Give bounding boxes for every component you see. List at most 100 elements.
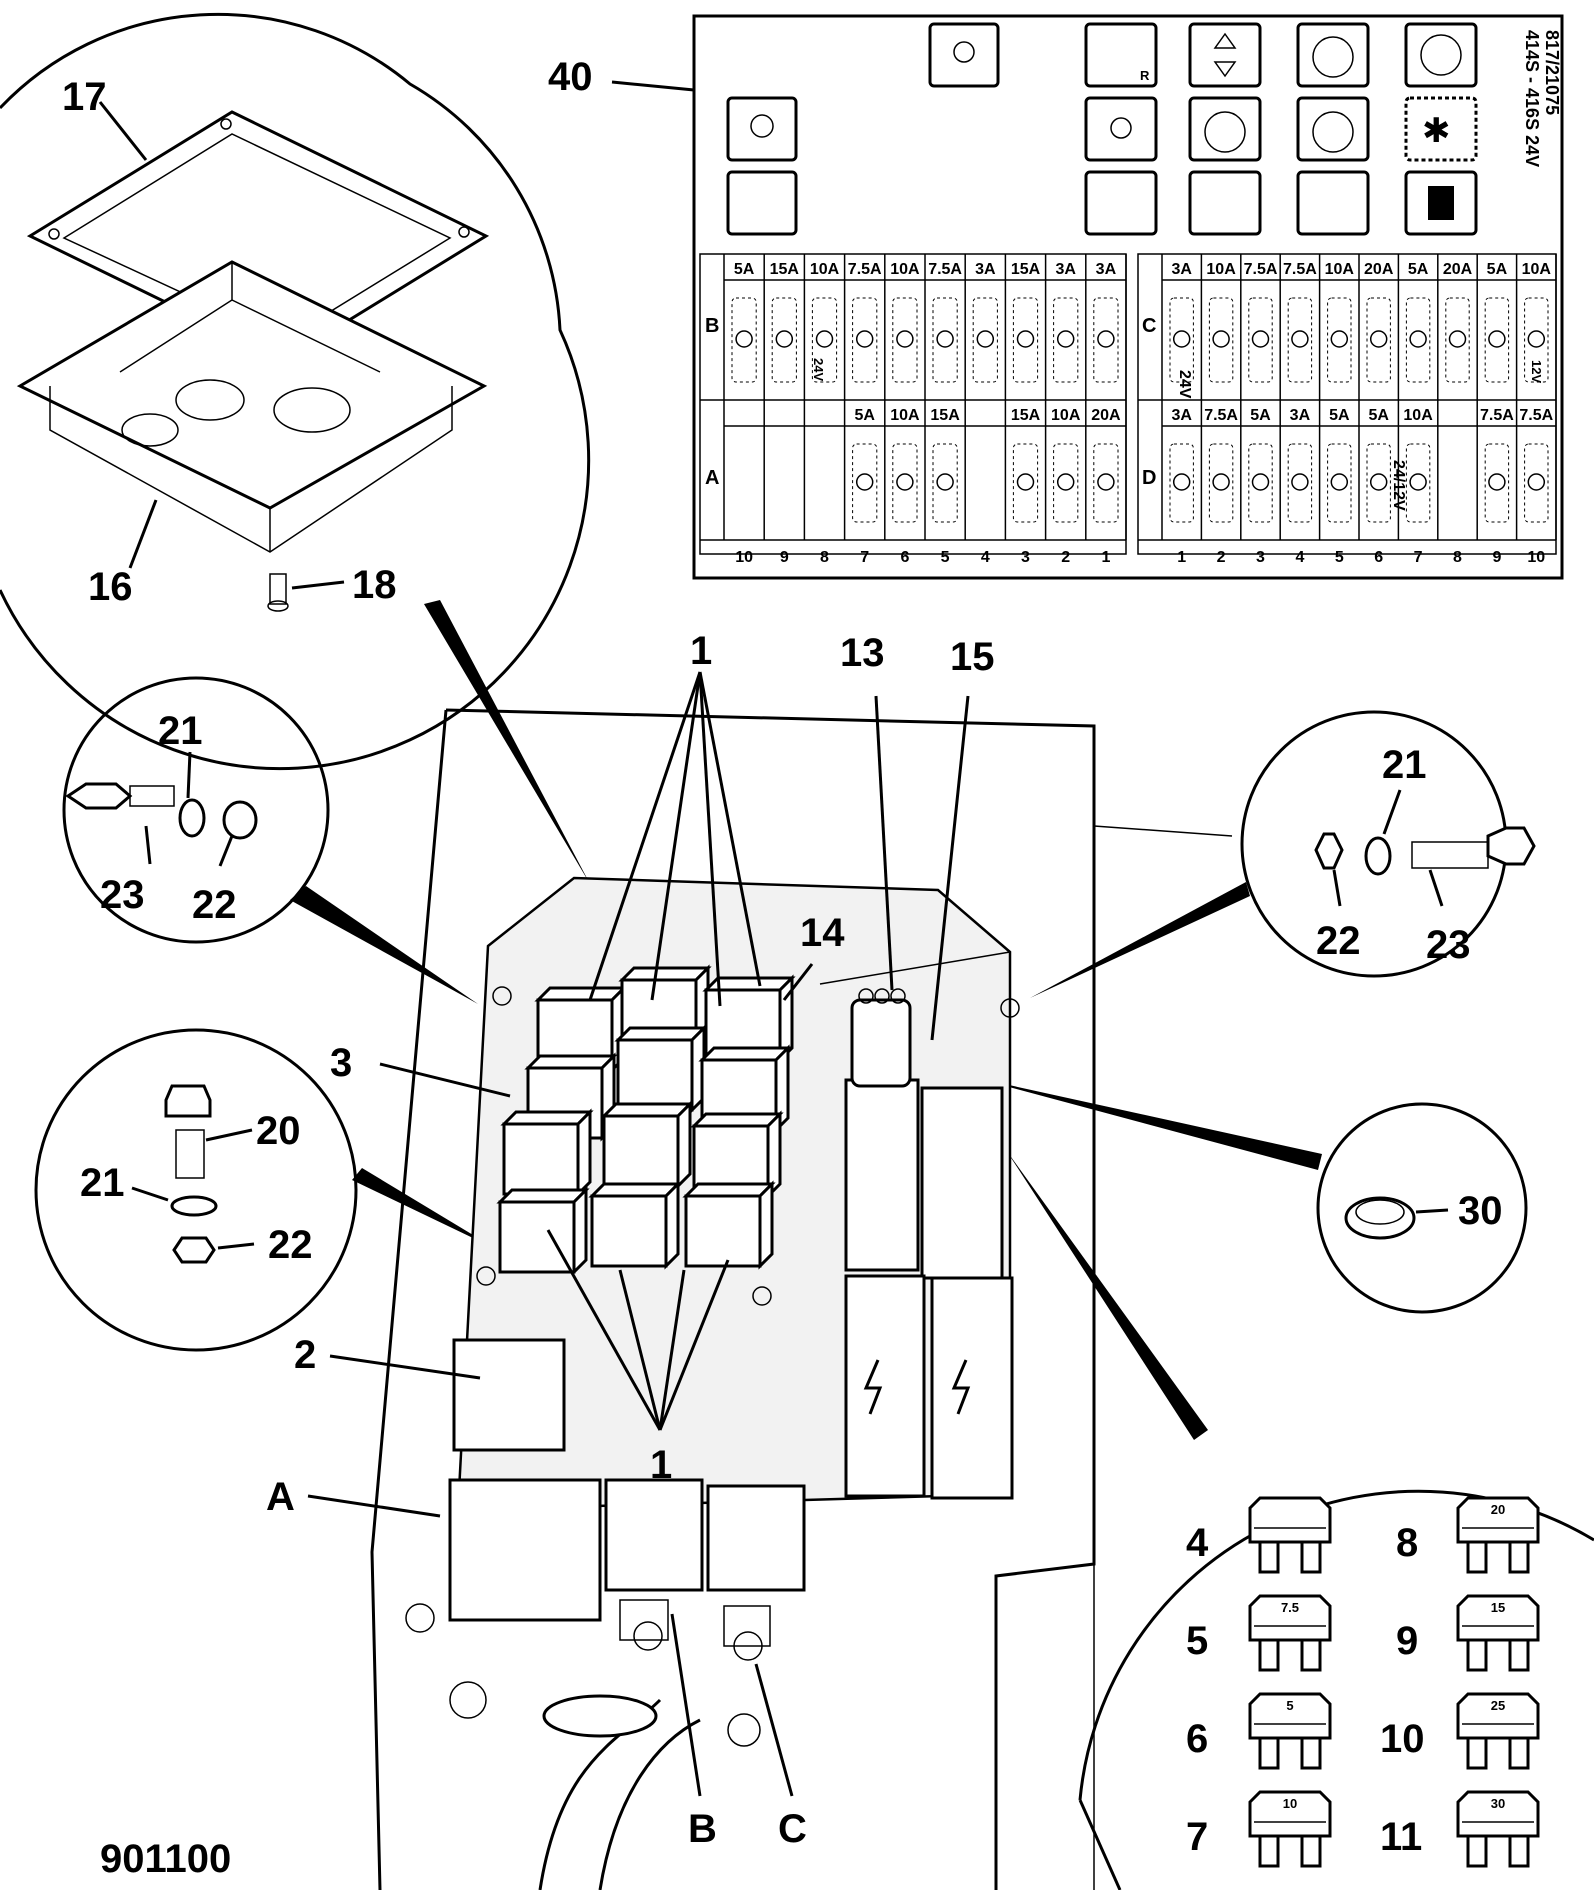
heated-screen-icon — [1188, 170, 1262, 236]
fuse-rating: 3A — [1096, 261, 1117, 278]
panel-icon-tiles: R ✱ — [726, 22, 1478, 236]
fuse-rating: 3A — [1055, 261, 1076, 278]
beacon-icon — [726, 96, 798, 162]
fuse-rating: 7.5A — [1480, 407, 1514, 424]
lightning-icon-left — [863, 1359, 883, 1415]
fuse-rating: 15A — [1011, 261, 1041, 278]
fuse-rating: 20A — [1443, 261, 1473, 278]
fuse-grid-cells: 105A915A810A77.5A5A610A10A57.5A15A43A315… — [724, 254, 1557, 566]
fuse-rating: 10A — [890, 407, 920, 424]
callout-23-right: 23 — [1426, 923, 1471, 967]
detail-pointer-left-bolt — [290, 886, 478, 1004]
callout-11: 11 — [1380, 1815, 1422, 1859]
fuse-position-left-1: 10 — [735, 549, 753, 566]
fuse-rating: 5A — [1250, 407, 1271, 424]
callout-9: 9 — [1396, 1619, 1418, 1663]
relay-a — [448, 1478, 602, 1622]
label-part-number: 817/21075 — [1542, 30, 1562, 115]
wiper-icon — [1296, 170, 1370, 236]
fuse-position-left-8: 3 — [1021, 549, 1030, 566]
fuse-marking: 25 — [1491, 1698, 1505, 1713]
detail-pointer-grommet — [968, 1076, 1322, 1170]
relay-c — [706, 1484, 806, 1592]
fuse-rating: 5A — [734, 261, 755, 278]
fuse-rating: 10A — [1325, 261, 1355, 278]
function-symbol-icon — [1169, 297, 1194, 383]
fuse-position-right-3: 3 — [1256, 549, 1265, 566]
function-symbol-icon — [852, 443, 878, 523]
relay — [682, 1180, 776, 1270]
fuse-rating: 10A — [810, 261, 840, 278]
cell-text-b8: 24V — [811, 358, 826, 381]
function-symbol-icon — [1248, 297, 1273, 383]
function-symbol-icon — [1405, 297, 1431, 383]
function-symbol-icon — [972, 297, 998, 383]
callout-22-mid: 22 — [268, 1223, 313, 1267]
fuse-rating: 3A — [1171, 407, 1192, 424]
detail-pointer-fuses — [1006, 1150, 1208, 1440]
fuse-rating: 20A — [1364, 261, 1394, 278]
fuse-position-left-2: 9 — [780, 549, 789, 566]
function-symbol-icon — [1053, 443, 1079, 523]
fuse-rating: 10A — [890, 261, 920, 278]
fuse-position-right-5: 5 — [1335, 549, 1344, 566]
fuse-position-right-8: 8 — [1453, 549, 1462, 566]
fuse-position-right-6: 6 — [1374, 549, 1383, 566]
function-symbol-icon — [932, 443, 958, 523]
relay — [600, 1100, 694, 1190]
callout-b: B — [688, 1807, 717, 1851]
fuse-box-cover-detail: 17 16 18 — [0, 12, 591, 771]
fuse-rating: 10A — [1051, 407, 1081, 424]
cell-text-c10: 12V — [1529, 360, 1544, 383]
callout-1-bottom: 1 — [650, 1443, 672, 1487]
function-symbol-icon — [1093, 297, 1119, 383]
callout-30: 30 — [1458, 1189, 1503, 1233]
fuse-rating: 7.5A — [1204, 407, 1238, 424]
function-symbol-icon — [1524, 443, 1549, 523]
fuse-position-right-4: 4 — [1295, 549, 1304, 566]
relay-grid — [496, 964, 796, 1276]
ignition-switch-icon — [1188, 96, 1262, 162]
svg-text:R: R — [1140, 68, 1150, 83]
fuse-marking: 5 — [1286, 1698, 1293, 1713]
fuse-rating: 3A — [975, 261, 996, 278]
svg-text:✱: ✱ — [1422, 112, 1451, 150]
blank-tile — [726, 170, 798, 236]
bolt-detail-vertical: 20 21 22 — [34, 1028, 358, 1352]
callout-8: 8 — [1396, 1521, 1418, 1565]
fuse-rating: 7.5A — [1283, 261, 1317, 278]
leader-40 — [611, 80, 695, 92]
row-letter-c: C — [1142, 315, 1156, 337]
steering-wheel-icon — [1404, 22, 1478, 88]
fuse-label-panel: 40 817/21075 414S - 416S 24V R — [548, 14, 1564, 580]
detail-pointer-vertical-bolt — [352, 1168, 498, 1250]
relay — [500, 1108, 594, 1198]
fuse-rating: 10A — [1206, 261, 1236, 278]
fuse-rating: 5A — [1329, 407, 1350, 424]
function-symbol-icon — [1012, 443, 1039, 523]
maxi-fuse-left — [844, 1274, 926, 1498]
function-symbol-icon — [771, 297, 797, 383]
lightning-icon-right — [951, 1359, 971, 1415]
label-model: 414S - 416S 24V — [1522, 30, 1542, 167]
blade-fuse — [1248, 1496, 1332, 1574]
fuse-marking: 20 — [1491, 1502, 1505, 1517]
callout-a: A — [266, 1475, 295, 1519]
bolt-detail-right: 21 22 23 — [1240, 710, 1536, 978]
callout-5: 5 — [1186, 1619, 1208, 1663]
callout-3: 3 — [330, 1041, 352, 1085]
fuse-marking: 30 — [1491, 1796, 1505, 1811]
bulb-rotate-icon — [928, 22, 1000, 88]
key-switch-icon — [1296, 22, 1370, 88]
blade-fuse: 5 — [1248, 1692, 1332, 1770]
fuse-rating: 15A — [1011, 407, 1041, 424]
fuse-box-assembly — [370, 708, 1233, 1890]
figure-id: 901100 — [100, 1837, 231, 1881]
function-symbol-icon — [811, 297, 838, 383]
callout-18: 18 — [352, 563, 397, 607]
function-symbol-icon — [1405, 443, 1431, 523]
callout-c: C — [778, 1807, 807, 1851]
function-symbol-icon — [1208, 297, 1234, 383]
function-symbol-icon — [1524, 297, 1549, 383]
